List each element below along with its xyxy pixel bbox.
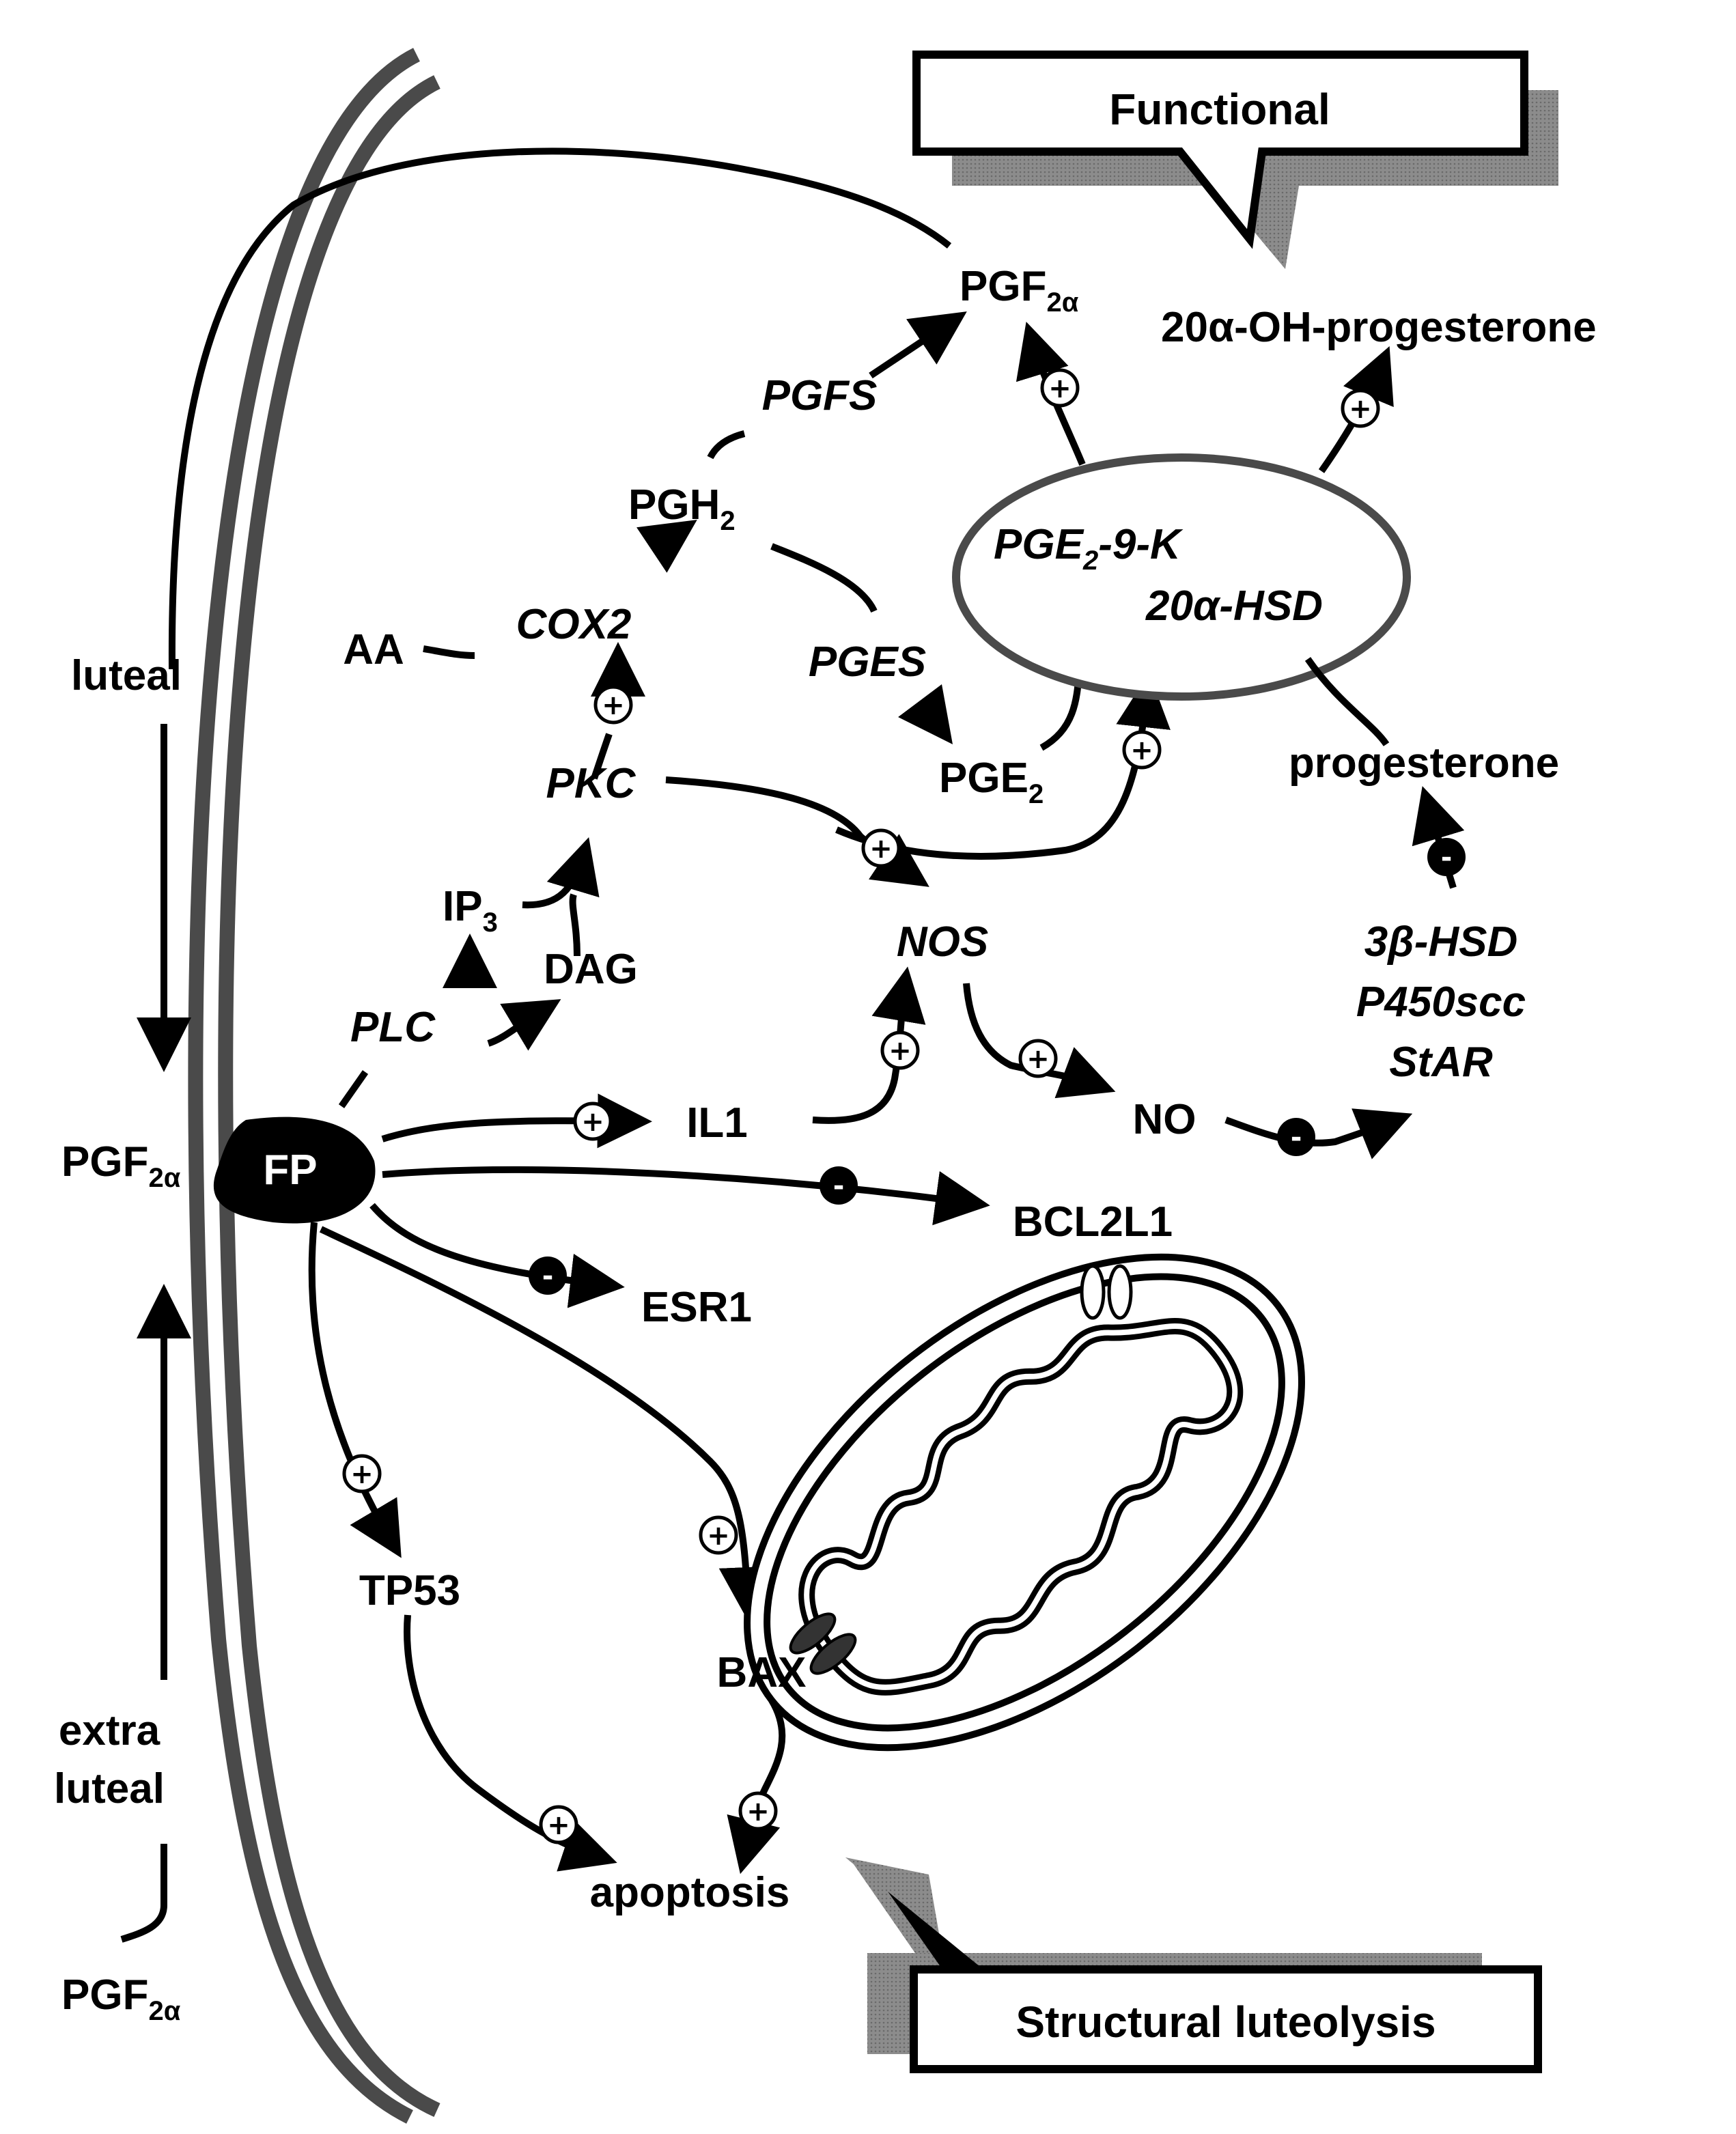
aa-label: AA: [343, 626, 404, 673]
svg-text:PGE2-9-K: PGE2-9-K: [994, 521, 1184, 576]
svg-text:+: +: [746, 1796, 770, 1827]
svg-text:-: -: [1291, 1122, 1302, 1153]
ip3-label: IP3: [443, 883, 498, 938]
svg-text:+: +: [1048, 373, 1072, 404]
svg-text:PGF2α: PGF2α: [960, 263, 1079, 318]
bax-channel: [789, 1612, 857, 1675]
svg-text:PGF2α: PGF2α: [61, 1138, 181, 1193]
minus-sign: -: [820, 1166, 858, 1205]
extra-luteal-label-line2: luteal: [54, 1765, 165, 1812]
extra-luteal-label-line1: extra: [59, 1707, 160, 1754]
esr1-label: ESR1: [641, 1284, 752, 1331]
plus-sign: +: [573, 1101, 613, 1141]
pgf2a-left-label: PGF2α: [61, 1138, 181, 1193]
tp53-label: TP53: [359, 1567, 460, 1614]
functional-callout: Functional: [912, 51, 1558, 269]
pgfs-label: PGFS: [762, 372, 878, 419]
stimulation-signs: + + + + + + + + + + + +: [342, 368, 1380, 1844]
svg-text:+: +: [1130, 735, 1153, 766]
enzyme-pge2-9k-label: PGE2-9-K: [994, 521, 1184, 576]
svg-text:IP3: IP3: [443, 883, 498, 938]
bcl2l1-channel: [1080, 1264, 1133, 1320]
svg-text:+: +: [1349, 393, 1372, 425]
svg-text:+: +: [581, 1106, 604, 1138]
oh-progesterone-label: 20α-OH-progesterone: [1161, 304, 1597, 351]
plus-sign: +: [539, 1805, 578, 1844]
pgf2a-bottom-label: PGF2α: [61, 1971, 181, 2026]
bcl2l1-label: BCL2L1: [1013, 1198, 1173, 1246]
svg-text:+: +: [888, 1035, 912, 1067]
mitochondrion: [744, 1253, 1305, 1752]
pgh2-label: PGH2: [628, 481, 736, 536]
svg-text:-: -: [833, 1170, 845, 1202]
apoptosis-label: apoptosis: [590, 1869, 790, 1916]
enzyme-ellipse: [952, 453, 1411, 701]
svg-text:+: +: [1026, 1043, 1050, 1075]
inhibition-signs: - - - -: [529, 838, 1466, 1295]
plus-sign: +: [880, 1030, 920, 1070]
plus-sign: +: [1122, 730, 1162, 770]
hsd3b-label: 3β-HSD: [1364, 918, 1518, 966]
nos-label: NOS: [897, 918, 988, 966]
minus-sign: -: [1277, 1118, 1315, 1156]
svg-text:+: +: [602, 690, 625, 721]
enzyme-20a-hsd-label: 20α-HSD: [1145, 582, 1323, 630]
progesterone-label: progesterone: [1289, 740, 1559, 787]
plus-sign: +: [593, 685, 633, 725]
pgf2a-top-label: PGF2α: [960, 263, 1079, 318]
p450scc-label: P450scc: [1356, 979, 1526, 1026]
svg-text:-: -: [542, 1261, 554, 1292]
svg-text:-: -: [1441, 842, 1453, 873]
pges-label: PGES: [809, 638, 926, 686]
svg-text:+: +: [350, 1459, 374, 1490]
il1-label: IL1: [686, 1099, 748, 1147]
svg-text:+: +: [547, 1810, 570, 1841]
plus-sign: +: [738, 1791, 778, 1831]
svg-text:PGH2: PGH2: [628, 481, 736, 536]
star-label: StAR: [1389, 1039, 1493, 1086]
dag-label: DAG: [544, 946, 638, 993]
structural-callout: Structural luteolysis: [845, 1857, 1542, 2073]
plus-sign: +: [699, 1515, 738, 1555]
fp-receptor: FP: [213, 1117, 376, 1224]
plus-sign: +: [861, 828, 901, 868]
pkc-label: PKC: [546, 760, 636, 807]
plus-sign: +: [1018, 1039, 1058, 1078]
svg-text:PGE2: PGE2: [939, 755, 1044, 809]
plus-sign: +: [1040, 368, 1080, 408]
svg-text:FP: FP: [263, 1147, 317, 1194]
cell-membrane: [188, 48, 440, 2124]
bax-label: BAX: [717, 1649, 807, 1696]
no-label: NO: [1133, 1096, 1196, 1143]
svg-text:+: +: [869, 833, 893, 865]
plus-sign: +: [1341, 389, 1380, 428]
plus-sign: +: [342, 1454, 382, 1493]
plc-label: PLC: [350, 1004, 436, 1051]
svg-text:+: +: [707, 1520, 730, 1552]
minus-sign: -: [529, 1256, 567, 1295]
cox2-label: COX2: [516, 601, 632, 648]
pge2-label: PGE2: [939, 755, 1044, 809]
functional-label: Functional: [1109, 85, 1330, 134]
svg-text:PGF2α: PGF2α: [61, 1971, 181, 2026]
luteal-source-label: luteal: [71, 652, 182, 699]
minus-sign: -: [1427, 838, 1466, 876]
structural-luteolysis-label: Structural luteolysis: [1016, 1997, 1436, 2047]
